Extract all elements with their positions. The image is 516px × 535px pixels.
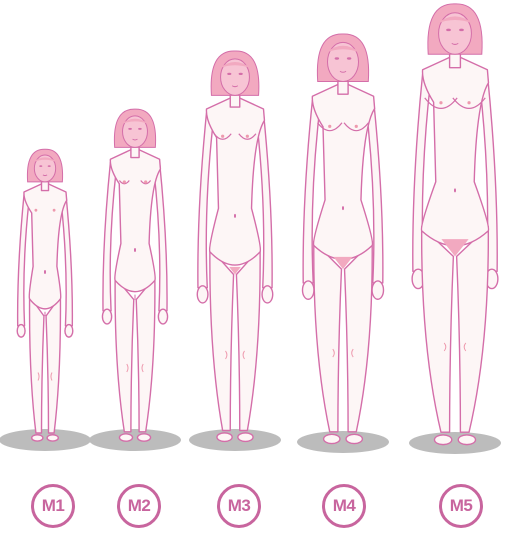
eye (128, 128, 132, 130)
neck (450, 53, 461, 68)
eye (48, 165, 51, 167)
arm (18, 195, 29, 326)
leg (345, 241, 373, 431)
hand (158, 309, 167, 324)
figure-m5 (409, 4, 501, 454)
leg (46, 296, 60, 433)
foot (119, 434, 132, 441)
foot (47, 435, 58, 441)
nipple (467, 101, 470, 104)
stage-label-m2: M2 (117, 484, 161, 528)
leg (30, 296, 44, 433)
eye (446, 29, 451, 32)
foot (458, 435, 475, 445)
ground-shadow (189, 429, 281, 451)
stage-label-m4: M4 (322, 484, 366, 528)
nipple (35, 209, 38, 212)
navel (134, 248, 136, 252)
foot (434, 435, 451, 445)
ground-shadow (297, 431, 389, 453)
figure-m4 (297, 34, 389, 453)
foot (217, 433, 232, 442)
arm (154, 162, 167, 310)
foot (324, 434, 340, 443)
torso (110, 149, 160, 291)
torso (421, 57, 488, 246)
nipple (328, 125, 331, 128)
eye (239, 73, 243, 75)
ground-shadow (0, 429, 91, 451)
eye (335, 57, 339, 59)
hand (197, 286, 208, 303)
hand (17, 325, 25, 338)
navel (342, 206, 344, 210)
leg (236, 248, 260, 430)
navel (234, 214, 236, 218)
leg (314, 241, 342, 431)
torso (312, 84, 374, 259)
foot (346, 434, 362, 443)
figure-m3 (189, 51, 281, 451)
eye (227, 73, 231, 75)
navel (44, 270, 46, 274)
foot (32, 435, 43, 441)
ground-shadow (89, 429, 181, 451)
eye (39, 165, 42, 167)
hand (372, 281, 383, 299)
nipple (246, 135, 249, 138)
nipple (123, 180, 126, 183)
nipple (355, 125, 358, 128)
neck (338, 80, 348, 94)
nipple (53, 209, 56, 212)
nipple (439, 101, 442, 104)
eye (459, 29, 464, 32)
leg (115, 277, 134, 432)
nipple (221, 135, 224, 138)
torso (24, 184, 67, 309)
hand (303, 281, 314, 299)
eye (347, 57, 351, 59)
stage-label-m5: M5 (439, 484, 483, 528)
leg (457, 227, 489, 433)
figure-m2 (89, 109, 181, 451)
stage-label-m1: M1 (31, 484, 75, 528)
arm (103, 162, 116, 310)
figure-m1 (0, 149, 91, 451)
leg (422, 227, 454, 433)
ground-shadow (409, 432, 501, 454)
hand (262, 286, 273, 303)
hand (102, 309, 111, 324)
eye (138, 128, 142, 130)
hand (65, 325, 73, 338)
nipple (144, 180, 147, 183)
torso (206, 98, 264, 265)
foot (238, 433, 253, 442)
stage-label-m3: M3 (217, 484, 261, 528)
foot (137, 434, 150, 441)
navel (454, 188, 456, 192)
leg (136, 277, 155, 432)
leg (210, 248, 234, 430)
arm (61, 195, 72, 326)
